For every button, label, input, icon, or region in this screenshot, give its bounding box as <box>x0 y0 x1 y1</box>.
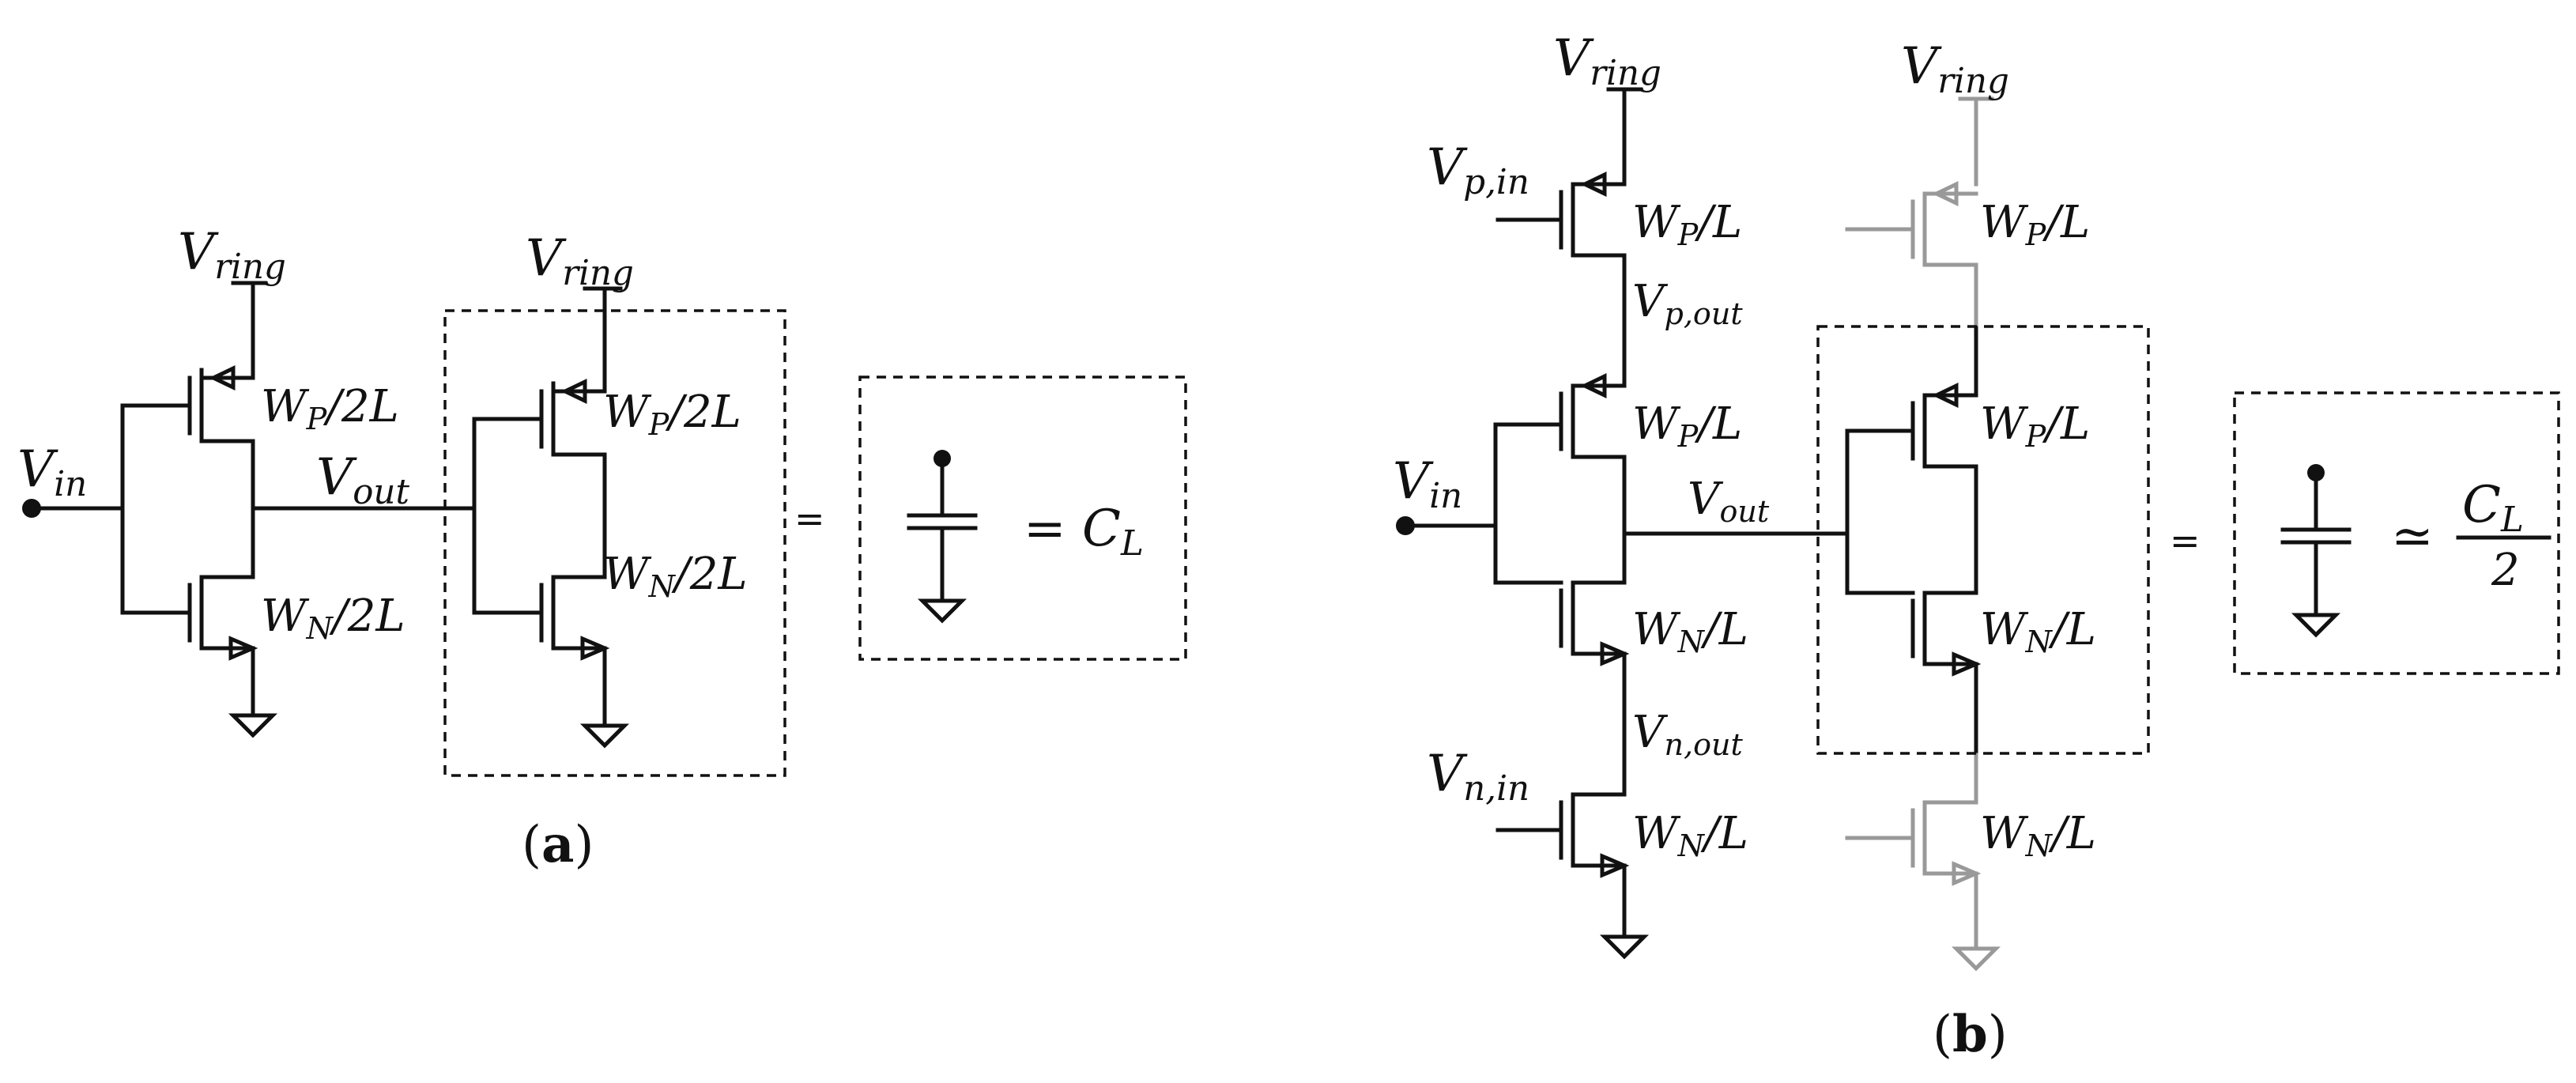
pmos-left-a <box>187 281 267 511</box>
pmos-left-size-a: WP/2L <box>261 381 399 436</box>
vin-label-a: Vin <box>17 440 87 504</box>
pmos-top-size-b: WP/L <box>1632 197 1742 252</box>
ground-icon <box>579 723 630 749</box>
load-numerator-b: CL <box>2462 476 2524 540</box>
vdd-right-label-a: Vring <box>526 229 634 293</box>
nmos-right-size-a: WN/2L <box>603 549 748 604</box>
vnin-label-b: Vn,in <box>1427 745 1529 809</box>
load-inverter-box-b <box>1816 325 2150 755</box>
nmos-mid-size-b: WN/L <box>1632 604 1748 659</box>
capacitor-icon <box>2280 464 2352 638</box>
pmos-mid-size-b: WP/L <box>1632 398 1742 454</box>
vpout-label-b: Vp,out <box>1632 276 1743 331</box>
caption-b: (b) <box>1933 1005 2008 1064</box>
nmos-bot-size-b: WN/L <box>1632 808 1748 863</box>
load-capacitance-label-a: = CL <box>1024 500 1144 564</box>
vout-label-b: Vout <box>1688 474 1770 529</box>
pmos-top-size-load-b: WP/L <box>1980 197 2090 252</box>
vnout-label-b: Vn,out <box>1632 707 1744 762</box>
capacitor-box-a <box>858 375 1187 661</box>
vdd-left-label-a: Vring <box>178 223 286 287</box>
nmos-left-size-a: WN/2L <box>261 591 405 646</box>
nmos-bot-size-load-b: WN/L <box>1980 808 2096 863</box>
capacitor-box-b <box>2233 391 2560 675</box>
pmos-right-size-a: WP/2L <box>603 387 741 442</box>
load-inverter-box-a <box>443 309 786 777</box>
load-stack-inactive-b <box>1845 96 2001 972</box>
nmos-left-a <box>187 506 258 710</box>
equals-sign-a: = <box>794 497 825 540</box>
load-denominator-b: 2 <box>2491 545 2520 596</box>
ground-icon <box>228 713 278 738</box>
vpin-label-b: Vp,in <box>1427 138 1529 202</box>
vdd-right-label-b: Vring <box>1901 37 2009 101</box>
load-stack-active-b <box>1845 326 1982 753</box>
vout-label-a: Vout <box>316 448 409 512</box>
input-bus-a <box>29 403 192 615</box>
nmos-mid-size-load-b: WN/L <box>1980 604 2096 659</box>
pmos-mid-size-load-b: WP/L <box>1980 398 2090 454</box>
panel-b: = Vring Vring Vp,in Vp,out Vin Vout Vn,o… <box>1393 29 2560 1064</box>
panel-a: = Vring Vring Vin Vout WP/2L WN/2L WP/2L <box>17 223 1187 874</box>
vdd-left-label-b: Vring <box>1553 29 1661 93</box>
vin-label-b: Vin <box>1393 452 1462 516</box>
pmos-right-a <box>539 286 623 540</box>
approx-symbol-b: ≃ <box>2391 508 2434 566</box>
caption-a: (a) <box>522 815 594 874</box>
main-stack-b <box>1493 87 1650 960</box>
load-input-a <box>472 417 544 615</box>
nmos-right-a <box>539 535 610 718</box>
equals-sign-b: = <box>2170 519 2201 562</box>
capacitor-icon <box>907 450 978 624</box>
